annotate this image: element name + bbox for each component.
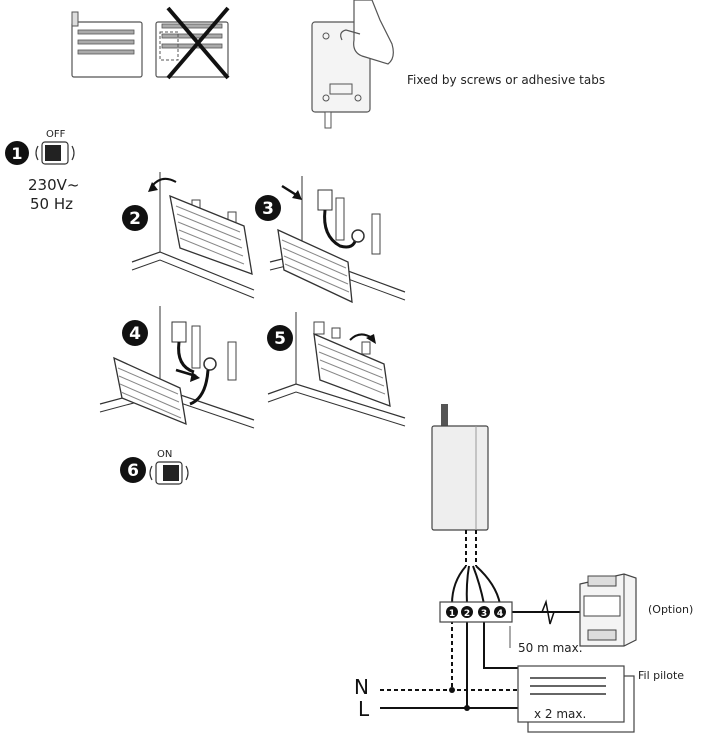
step-3: 3 xyxy=(255,195,281,221)
thermostat-in-hand-icon xyxy=(311,0,394,129)
terminal-block: 1 2 3 4 xyxy=(439,601,513,623)
step-2: 2 xyxy=(122,205,148,231)
fixing-note: Fixed by screws or adhesive tabs xyxy=(407,73,605,87)
step-4-illustration xyxy=(99,306,255,429)
option-label: (Option) xyxy=(648,603,693,616)
frequency-label: 50 Hz xyxy=(30,195,73,213)
step-2-illustration xyxy=(131,172,255,299)
pilot-signal-icon xyxy=(534,599,562,625)
step-6-number: 6 xyxy=(127,461,139,481)
switch-on-label: ON xyxy=(157,449,172,460)
step-1-number: 1 xyxy=(11,144,22,163)
step-1: 1 xyxy=(5,141,29,165)
terminal-2: 2 xyxy=(464,609,470,619)
terminal-3: 3 xyxy=(481,609,487,619)
incorrect-mounting-icon xyxy=(155,6,230,80)
switch-off-label: OFF xyxy=(46,129,66,140)
heater-units xyxy=(517,665,635,733)
wiring-lines xyxy=(380,530,580,711)
voltage-label: 230V~ xyxy=(28,176,79,194)
step-4: 4 xyxy=(122,320,148,346)
switch-off-icon xyxy=(35,141,75,165)
switch-on-icon xyxy=(149,461,189,485)
step-3-number: 3 xyxy=(262,199,274,219)
step-5-number: 5 xyxy=(274,329,286,349)
neutral-label: N xyxy=(354,675,369,699)
max-distance-label: 50 m max. xyxy=(518,641,583,655)
pilot-wire-label: Fil pilote xyxy=(638,669,684,682)
option-module xyxy=(579,573,637,647)
step-5: 5 xyxy=(267,325,293,351)
correct-mounting-icon xyxy=(71,11,143,78)
receiver-module xyxy=(431,404,489,531)
step-4-number: 4 xyxy=(129,324,141,344)
terminal-4: 4 xyxy=(497,609,503,619)
live-label: L xyxy=(358,697,370,721)
step-2-number: 2 xyxy=(129,209,141,229)
step-5-illustration xyxy=(267,312,406,427)
terminal-1: 1 xyxy=(449,609,455,619)
step-3-illustration xyxy=(269,176,406,304)
step-6: 6 xyxy=(120,457,146,483)
max-heaters-label: x 2 max. xyxy=(534,707,586,721)
